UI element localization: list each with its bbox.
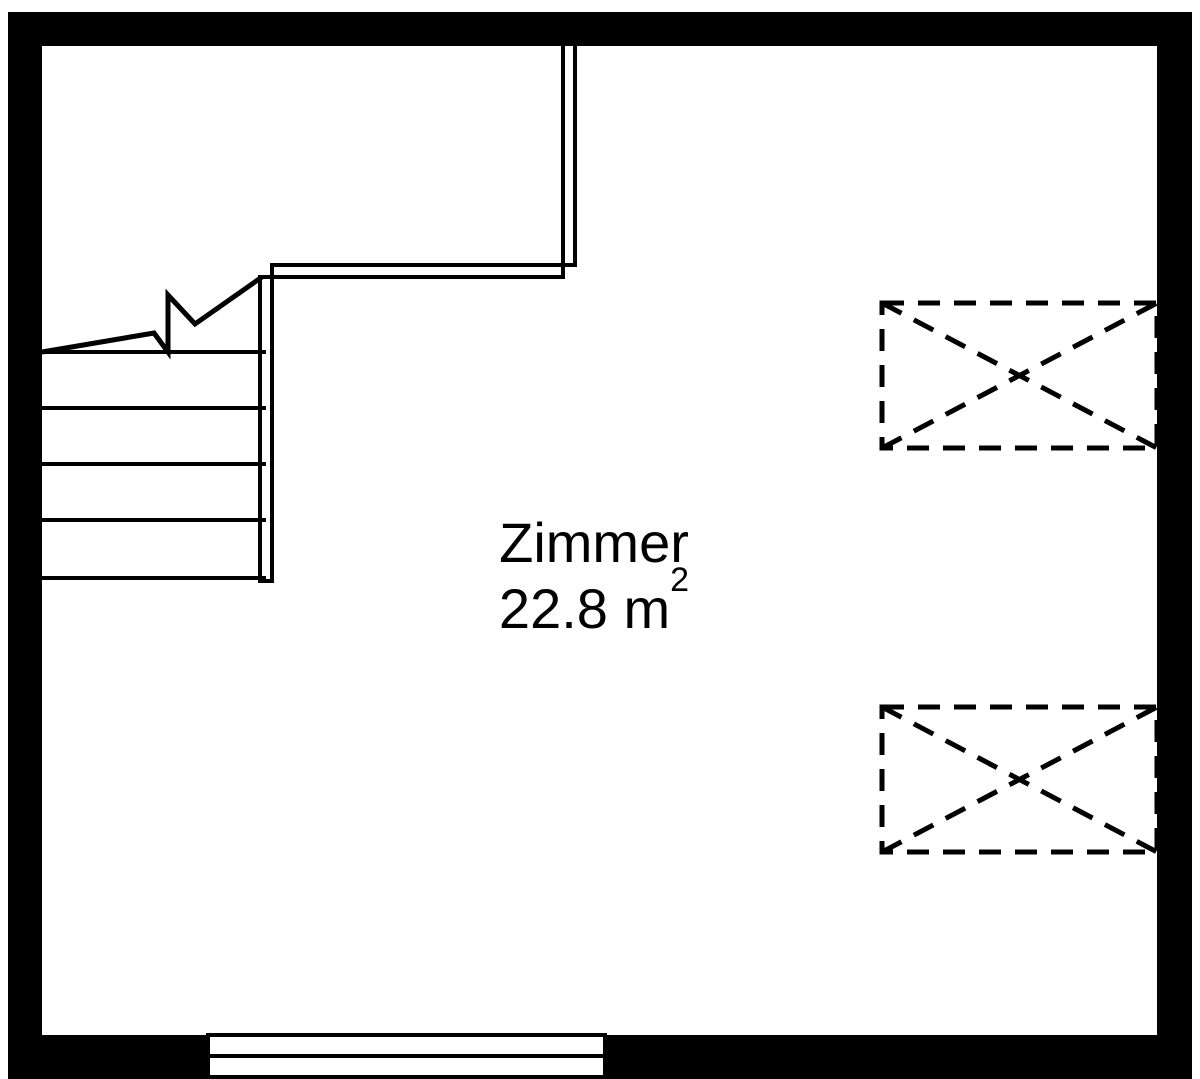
bottom-window	[206, 1033, 607, 1079]
dashed-box-upper	[879, 300, 1160, 451]
dashed-box-lower	[879, 704, 1160, 855]
room-interior	[42, 46, 1157, 1035]
dashed-box-lower-diagonal-up	[880, 704, 1159, 855]
room-area-space	[608, 577, 624, 640]
stair-treads	[42, 350, 266, 580]
stair-break-line	[41, 274, 264, 360]
room-area-label: 22.8 m2	[499, 561, 689, 640]
dashed-box-upper-diagonal-up	[880, 300, 1159, 451]
room-area-exponent: 2	[670, 561, 689, 599]
stairwell-wall-inner	[270, 46, 577, 583]
room-name-label: Zimmer	[499, 511, 689, 574]
dashed-box-upper-outline	[879, 300, 1160, 451]
room-area-unit: m	[623, 577, 670, 640]
stairwell-wall-outer	[258, 46, 565, 583]
room-area-value: 22.8	[499, 577, 608, 640]
dashed-box-lower-outline	[879, 704, 1160, 855]
